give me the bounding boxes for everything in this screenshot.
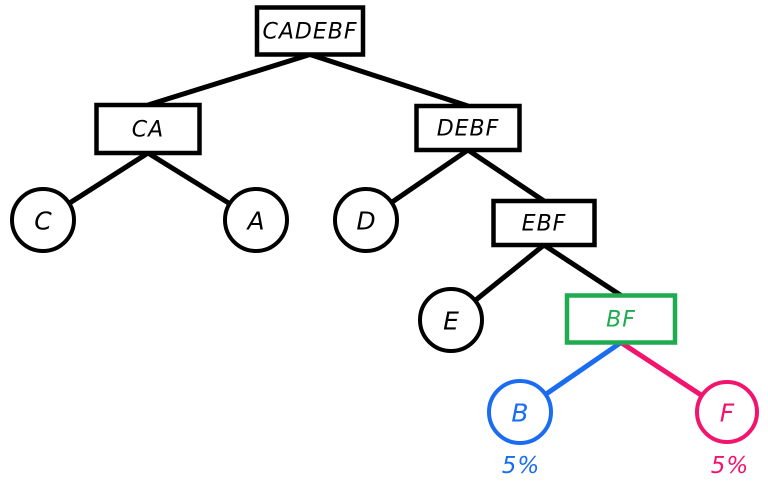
node-E: E <box>418 287 484 353</box>
node-CADEBF: CADEBF <box>254 5 366 57</box>
node-box-BF <box>564 293 678 345</box>
node-label-F: F <box>720 399 735 428</box>
node-A: A <box>223 187 289 253</box>
node-label-DEBF: DEBF <box>437 117 500 142</box>
node-D: D <box>333 187 399 253</box>
node-BF: BF <box>564 293 678 345</box>
node-label-BF: BF <box>606 308 636 333</box>
node-label-D: D <box>356 207 375 236</box>
node-box-CA <box>94 102 202 156</box>
node-F: F <box>695 380 759 444</box>
edge-DEBF-EBF <box>466 147 546 204</box>
edge-CADEBF-CA <box>147 52 311 108</box>
node-circle-B <box>487 379 553 445</box>
percent-label-F: 5% <box>711 453 750 479</box>
node-box-DEBF <box>414 103 522 153</box>
node-C: C <box>10 187 76 253</box>
edge-EBF-BF <box>542 242 623 298</box>
node-label-A: A <box>245 207 264 236</box>
node-B: B <box>487 379 553 445</box>
node-box-CADEBF <box>254 5 366 57</box>
node-label-EBF: EBF <box>522 212 567 237</box>
node-DEBF: DEBF <box>414 103 522 153</box>
node-box-EBF <box>491 198 597 248</box>
node-circle-C <box>10 187 76 253</box>
node-circle-F <box>695 380 759 444</box>
node-label-B: B <box>511 399 528 428</box>
node-circle-D <box>333 187 399 253</box>
node-CA: CA <box>94 102 202 156</box>
edge-CADEBF-DEBF <box>309 52 469 109</box>
node-circle-E <box>418 287 484 353</box>
node-label-CA: CA <box>132 118 164 143</box>
node-label-E: E <box>443 307 459 336</box>
node-label-C: C <box>34 207 52 236</box>
node-label-CADEBF: CADEBF <box>263 20 358 45</box>
percent-label-B: 5% <box>502 453 541 479</box>
node-EBF: EBF <box>491 198 597 248</box>
node-circle-A <box>223 187 289 253</box>
